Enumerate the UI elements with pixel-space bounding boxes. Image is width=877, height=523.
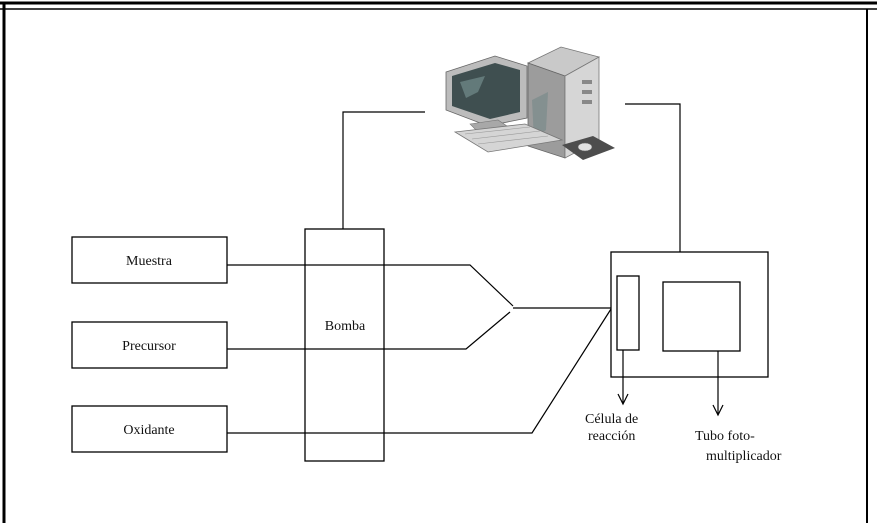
photomultiplier-box	[663, 282, 740, 351]
photomultiplier-arrow	[713, 351, 723, 415]
detector-box	[611, 252, 768, 377]
sample-line	[227, 265, 513, 306]
reaction-cell-label-line1: Célula de	[585, 412, 638, 427]
photomultiplier-label: Tubo foto- multiplicador	[695, 429, 782, 464]
detector-control-line	[625, 104, 680, 252]
pump-box	[305, 229, 384, 461]
oxidant-label: Oxidante	[123, 423, 174, 438]
pump-control-line	[343, 112, 425, 229]
oxidant-line	[227, 309, 611, 433]
reaction-cell-label: Célula de reacción	[585, 412, 642, 444]
pump-label: Bomba	[325, 319, 366, 334]
flow-lines	[227, 104, 680, 433]
photomultiplier-label-line2: multiplicador	[706, 449, 782, 464]
reaction-cell-box	[617, 276, 639, 350]
precursor-label: Precursor	[122, 339, 176, 354]
sample-label: Muestra	[126, 254, 173, 269]
reaction-cell-label-line2: reacción	[588, 429, 635, 444]
computer-icon	[446, 47, 615, 160]
precursor-line	[227, 312, 510, 349]
photomultiplier-label-line1: Tubo foto-	[695, 429, 755, 444]
